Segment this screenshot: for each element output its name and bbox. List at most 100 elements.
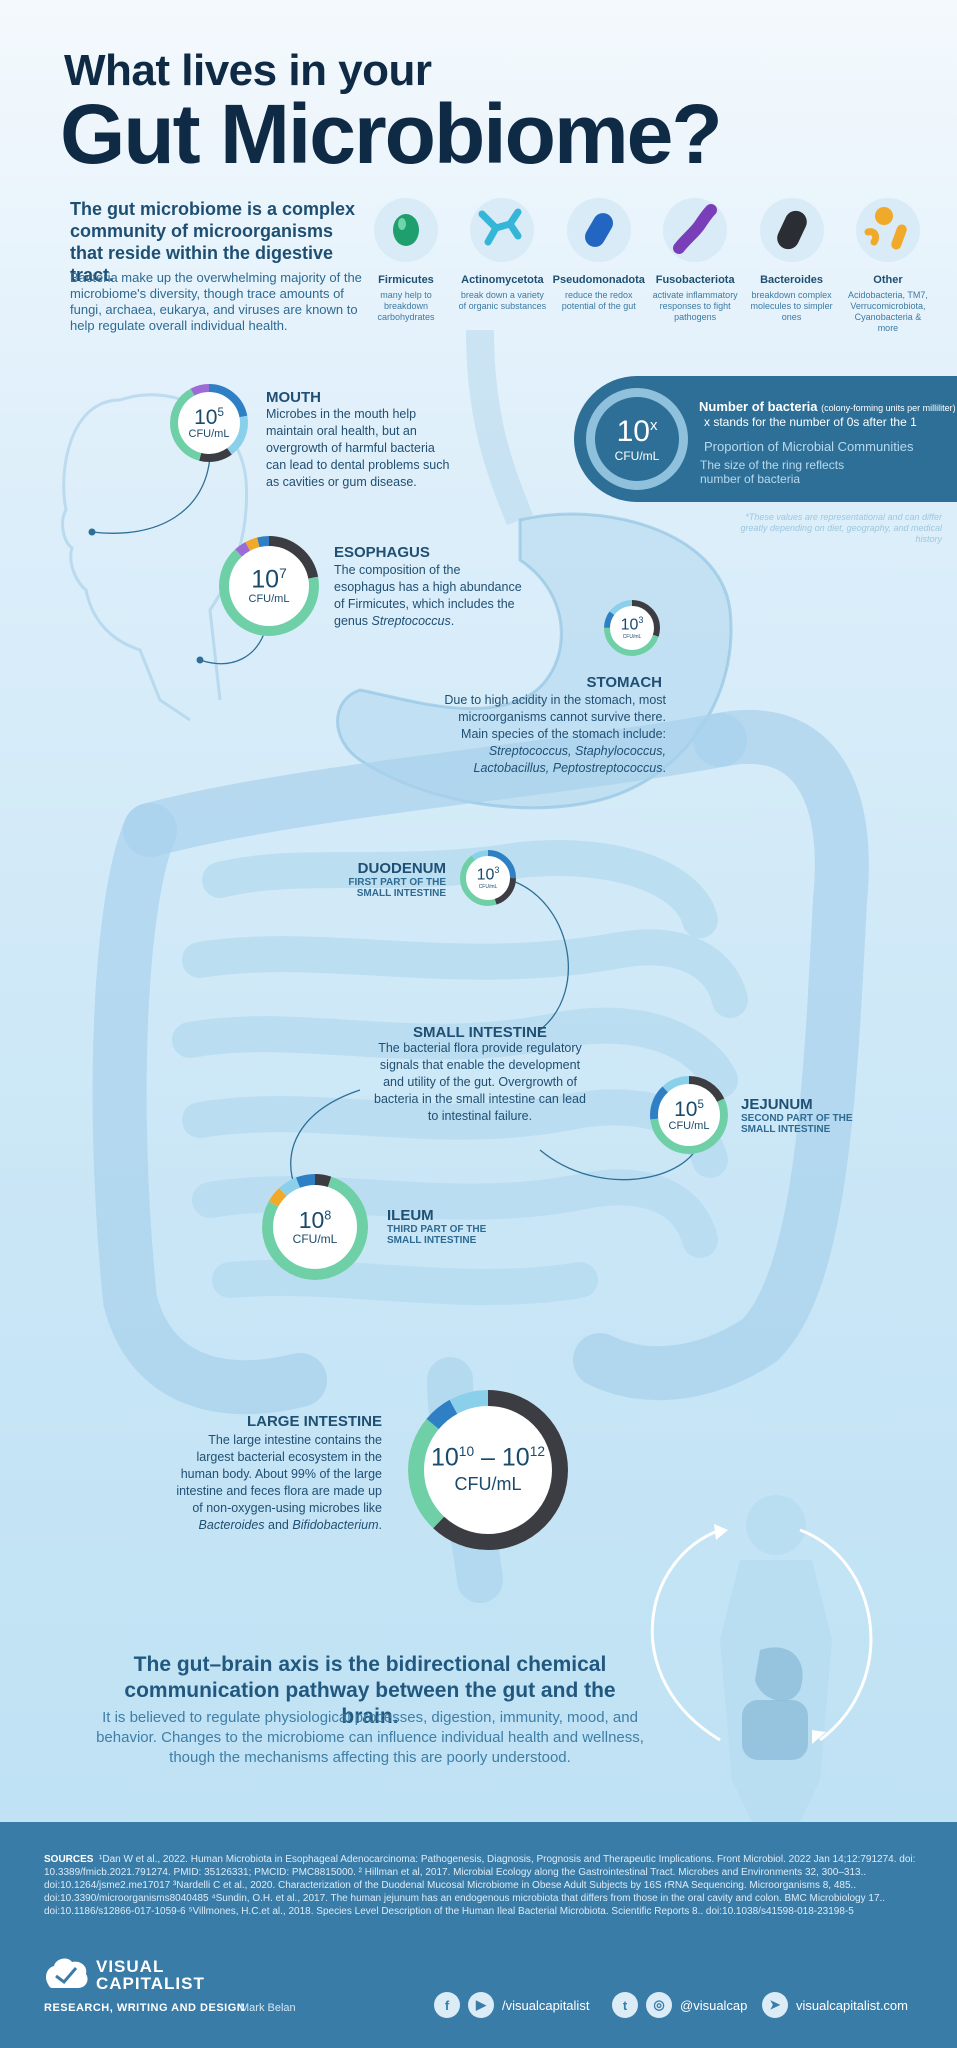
page-title: Gut Microbiome? [60,87,723,181]
ileum-value: 10 [298,1206,325,1233]
phylum-name: Other [873,274,903,286]
duodenum-title: DUODENUM [357,860,446,877]
ring-segment-4 [170,384,248,462]
mouth-title: MOUTH [266,389,321,406]
ring-segment-1 [650,1076,728,1154]
stomach-ring: 103 CFU/mL [604,600,660,656]
ring-segment-2 [460,850,516,906]
social-website[interactable]: ➤ visualcapitalist.com [762,1992,908,2018]
sources: SOURCES ¹Dan W et al., 2022. Human Micro… [44,1853,919,1918]
stomach-body: Due to high acidity in the stomach, most… [444,693,666,775]
esophagus-ring: 107 CFU/mL [219,536,319,636]
ring-segment-1 [170,384,248,462]
duodenum-value: 10 [476,866,495,884]
intro-lead: The gut microbiome is a complex communit… [70,199,356,285]
gut-brain-body: It is believed to regulate physiological… [96,1709,644,1766]
facebook-icon[interactable]: f [434,1992,460,2018]
disclaimer: *These values are representational and c… [740,512,942,544]
legend-ring: 10x CFU/mL [586,388,688,490]
ileum-unit: CFU/mL [292,1231,338,1246]
large-intestine-dash: – [474,1443,502,1472]
phylum-name: Pseudomonadota [552,274,645,286]
duodenum-exp: 3 [494,865,500,876]
phylum-pseudomonadota: Pseudomonadota reduce the redox potentia… [552,198,645,334]
firmicutes-bacterium-icon [393,214,419,246]
legend-ring-unit: CFU/mL [614,449,660,463]
large-intestine-ring: 1010 – 1012 CFU/mL [408,1390,568,1550]
duodenum-subtitle: FIRST PART OF THE SMALL INTESTINE [348,877,446,899]
phylum-desc: many help to breakdown carbohydrates [377,290,435,322]
handle-visualcap[interactable]: @visualcap [680,1997,748,2013]
actinomycetota-bacterium-icon [478,208,522,246]
handle-visualcapitalist[interactable]: /visualcapitalist [502,1997,590,2013]
ring-segment-3 [604,600,660,656]
phylum-desc: breakdown complex molecules to simpler o… [750,290,833,322]
ileum-subtitle: THIRD PART OF THE SMALL INTESTINE [387,1224,487,1246]
ring-segments [170,384,248,462]
legend-ring-exp: x [649,417,658,434]
ring-segments [650,1076,728,1154]
sources-text: ¹Dan W et al., 2022. Human Microbiota in… [44,1854,916,1917]
mouth-unit: CFU/mL [188,427,230,440]
jejunum-exp: 5 [697,1098,704,1111]
phylum-desc: activate inflammatory responses to fight… [652,290,738,322]
large-intestine-value-low: 10 [430,1443,459,1472]
esophagus-exp: 7 [279,566,287,582]
jejunum-subtitle: SECOND PART OF THE SMALL INTESTINE [741,1113,853,1135]
social-facebook-youtube[interactable]: f ▶ /visualcapitalist [434,1992,589,2018]
jejunum-title: JEJUNUM [741,1096,813,1113]
title-line-1: What lives in your [64,46,432,95]
ring-segment-2 [170,384,248,462]
duodenum-ring: 103 CFU/mL [460,850,516,906]
legend-ring-size: The size of the ring reflects number of … [700,458,845,486]
cursor-icon[interactable]: ➤ [762,1992,788,2018]
tagline: RESEARCH, WRITING AND DESIGN [44,2002,246,2014]
phylum-firmicutes: Firmicutes many help to breakdown carboh… [362,198,450,334]
ring-segments [408,1390,568,1550]
legend-bacteria-title: Number of bacteria (colony-forming units… [699,399,956,414]
large-intestine-title: LARGE INTESTINE [246,1413,382,1430]
esophagus-unit: CFU/mL [248,592,290,605]
intro-body: Bacteria make up the overwhelming majori… [70,270,362,333]
phylum-desc: Acidobacteria, TM7, Verrucomicrobiota, C… [848,290,928,333]
stomach-unit: CFU/mL [622,633,642,640]
pseudomonadota-bacterium-icon [584,213,613,247]
ileum-exp: 8 [324,1207,332,1222]
ring-segments [262,1174,368,1280]
phylum-actinomycetota: Actinomycetota break down a variety of o… [458,198,546,334]
visual-capitalist-logo-icon [46,1958,88,1988]
bacteria-phyla-legend: Firmicutes many help to breakdown carboh… [362,198,932,334]
ring-segment-1 [604,600,660,656]
ring-segment-1 [408,1390,568,1550]
ring-segments [219,536,319,636]
jejunum-value: 10 [674,1097,698,1121]
mouth-ring: 105 CFU/mL [170,384,248,462]
twitter-icon[interactable]: t [612,1992,638,2018]
ring-segment-3 [460,850,516,906]
jejunum-unit: CFU/mL [668,1119,710,1132]
mouth-exp: 5 [217,406,224,419]
gut-brain-title: The gut–brain axis is the bidirectional … [124,1653,616,1728]
ileum-title: ILEUM [387,1207,434,1224]
large-intestine-exp-low: 10 [458,1443,475,1459]
large-intestine-exp-high: 12 [529,1443,545,1459]
youtube-icon[interactable]: ▶ [468,1992,494,2018]
legend-proportion: Proportion of Microbial Communities [704,439,914,454]
large-intestine-unit: CFU/mL [454,1474,522,1495]
stomach-value: 10 [620,616,639,634]
jejunum-ring: 105 CFU/mL [650,1076,728,1154]
designer: Mark Belan [240,2002,296,2014]
legend-bacteria-note: (colony-forming units per milliliter) [821,403,956,413]
phylum-fusobacteriota: Fusobacteriota activate inflammatory res… [651,198,739,334]
large-intestine-value-high: 10 [501,1443,530,1472]
phylum-name: Firmicutes [378,274,434,286]
other-bacteria-icon [864,207,907,250]
phylum-name: Actinomycetota [461,274,544,286]
ring-segment-3 [408,1390,568,1550]
instagram-icon[interactable]: ◎ [646,1992,672,2018]
website-link[interactable]: visualcapitalist.com [796,1997,908,2013]
fusobacteriota-bacterium-icon [673,204,718,254]
legend-ring-value: 10 [616,415,650,448]
social-twitter-instagram[interactable]: t ◎ @visualcap [612,1992,747,2018]
